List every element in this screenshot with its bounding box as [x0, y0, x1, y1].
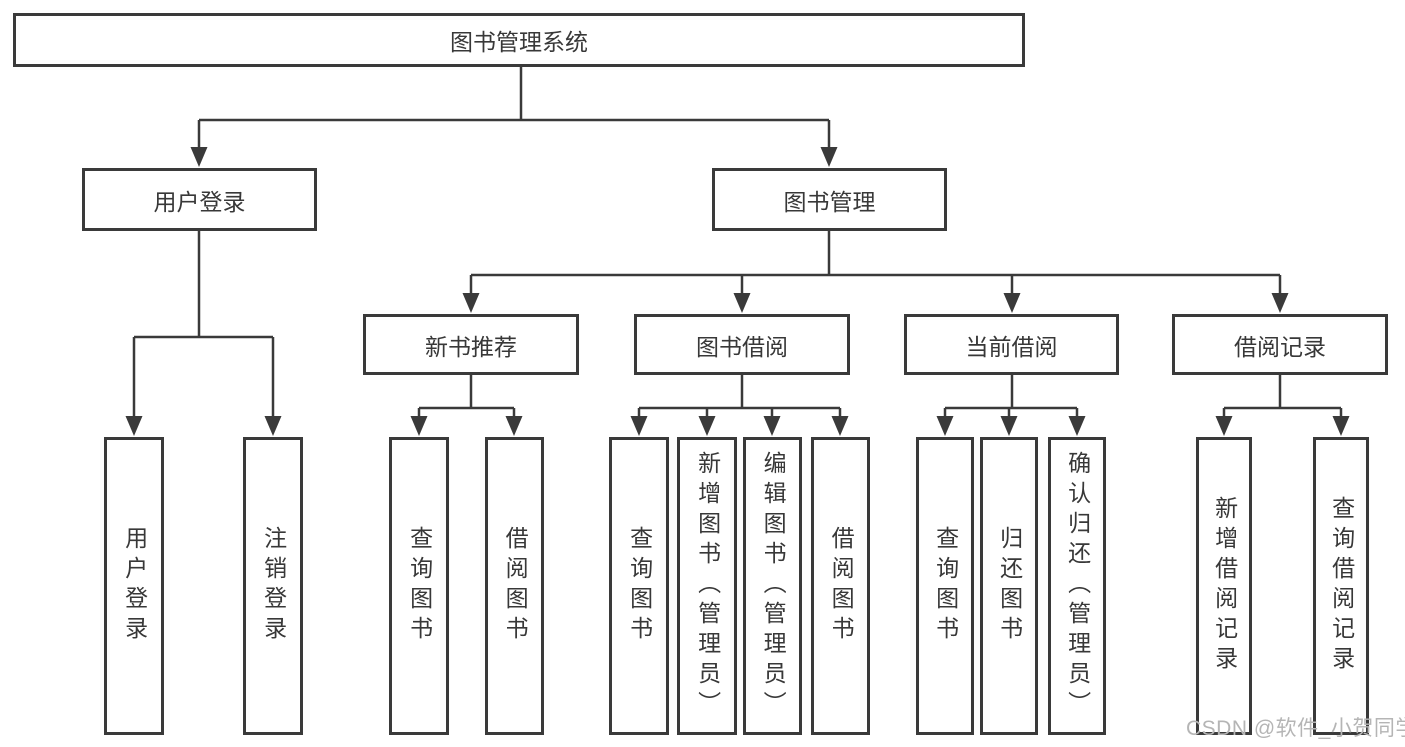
node-label: 新增图书（管理员） — [694, 451, 721, 721]
node-label: 借阅记录 — [1234, 333, 1326, 360]
node-query-books-current: 查询图书 — [916, 437, 974, 735]
node-label: 当前借阅 — [965, 333, 1058, 360]
node-borrowing-records: 借阅记录 — [1172, 314, 1388, 375]
node-query-borrow-record: 查询借阅记录 — [1313, 437, 1369, 735]
node-label: 用户登录 — [153, 188, 246, 215]
node-label: 图书管理系统 — [450, 29, 588, 55]
node-book-borrowing: 图书借阅 — [634, 314, 850, 375]
node-label: 确认归还（管理员） — [1064, 451, 1091, 721]
node-label: 查询借阅记录 — [1328, 496, 1355, 676]
node-label: 编辑图书（管理员） — [760, 451, 787, 721]
node-edit-books-admin: 编辑图书（管理员） — [743, 437, 802, 735]
node-label: 新增借阅记录 — [1211, 496, 1238, 676]
node-borrow-books-borrowing: 借阅图书 — [811, 437, 870, 735]
node-label: 借阅图书 — [828, 526, 855, 646]
node-current-borrowing: 当前借阅 — [904, 314, 1119, 375]
node-user-login-module: 用户登录 — [82, 168, 317, 231]
node-add-books-admin: 新增图书（管理员） — [677, 437, 737, 735]
node-label: 图书借阅 — [696, 333, 788, 360]
node-label: 新书推荐 — [425, 333, 517, 360]
node-query-books-recommend: 查询图书 — [389, 437, 449, 735]
csdn-watermark: CSDN @软件_小贺同学 — [1186, 717, 1405, 740]
node-new-book-recommendation: 新书推荐 — [363, 314, 579, 375]
node-return-books: 归还图书 — [980, 437, 1038, 735]
node-label: 用户登录 — [121, 526, 148, 646]
node-label: 归还图书 — [996, 526, 1023, 646]
node-label: 查询图书 — [626, 526, 653, 646]
node-borrow-books-recommend: 借阅图书 — [485, 437, 544, 735]
node-user-login: 用户登录 — [104, 437, 164, 735]
node-logout-login: 注销登录 — [243, 437, 303, 735]
node-add-borrow-record: 新增借阅记录 — [1196, 437, 1252, 735]
node-confirm-return-admin: 确认归还（管理员） — [1048, 437, 1106, 735]
node-label: 注销登录 — [260, 526, 287, 646]
node-label: 查询图书 — [406, 526, 433, 646]
node-label: 图书管理 — [783, 188, 876, 215]
node-book-management-module: 图书管理 — [712, 168, 947, 231]
node-library-system: 图书管理系统 — [13, 13, 1025, 67]
node-label: 查询图书 — [932, 526, 959, 646]
node-label: 借阅图书 — [502, 526, 529, 646]
node-query-books-borrowing: 查询图书 — [609, 437, 669, 735]
